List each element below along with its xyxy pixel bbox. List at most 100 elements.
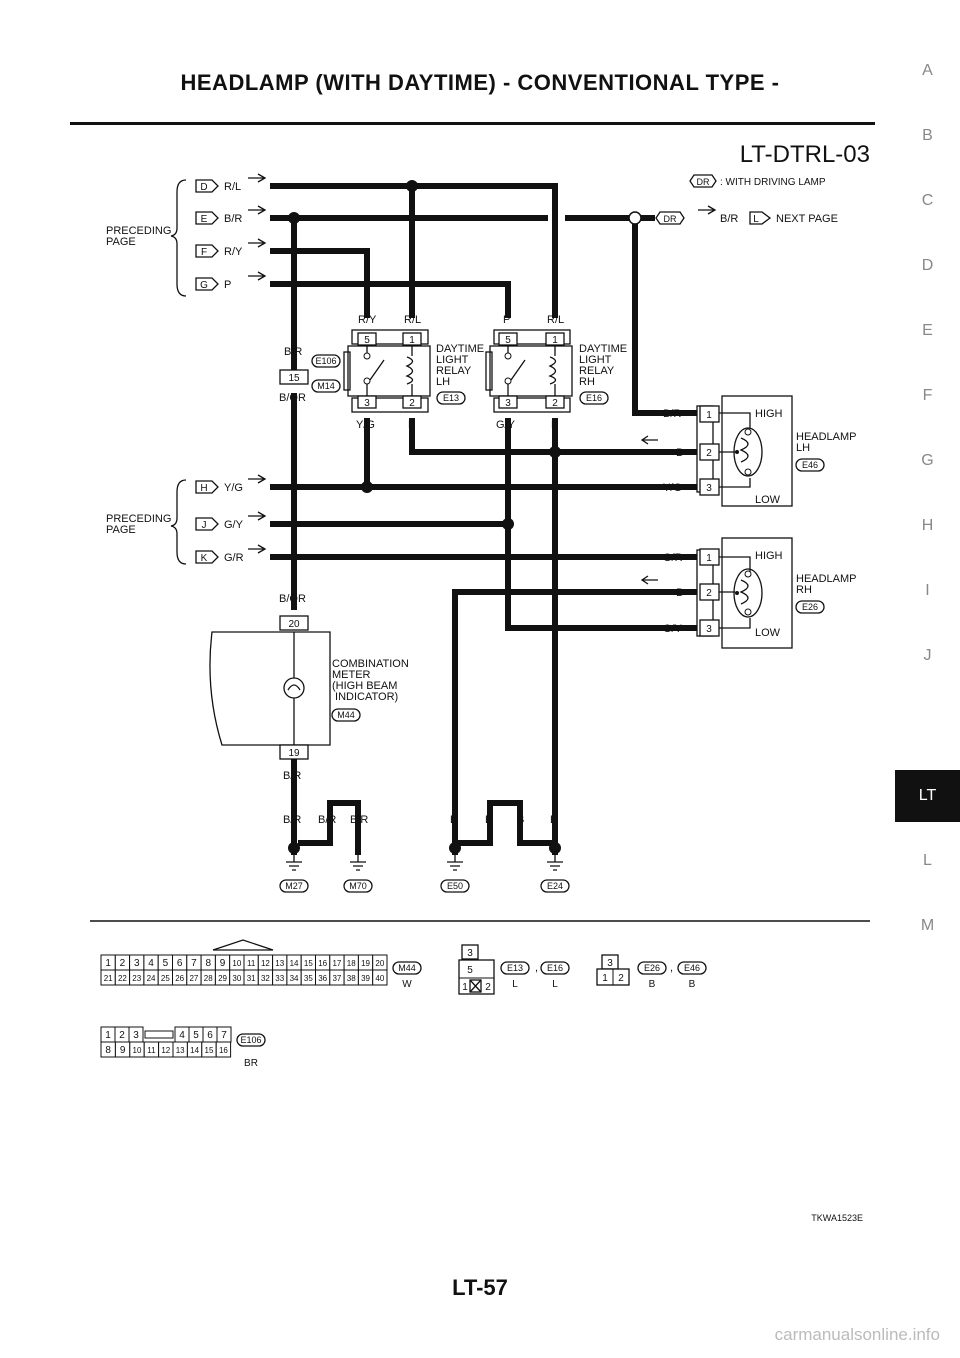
junctions [288,180,642,854]
ground-m27: M27 [279,855,309,893]
next-page-connector[interactable]: DR B/R L NEXT PAGE [655,205,838,225]
connector-d[interactable]: D R/L [195,179,241,193]
svg-text:G/Y: G/Y [663,623,683,635]
connector-k[interactable]: K G/R [195,550,244,564]
svg-text:M44: M44 [337,710,355,720]
connector-j[interactable]: J G/Y [195,517,244,531]
pin-cell: 15 [304,959,313,968]
side-index-a[interactable]: A [922,62,933,79]
side-index-g[interactable]: G [921,452,934,469]
pin-cell: 10 [133,1046,142,1055]
svg-text:15: 15 [288,373,300,384]
pin-cell: 31 [247,974,256,983]
svg-text:Y/G: Y/G [356,419,375,431]
svg-text:R/L: R/L [547,314,564,326]
pin-cell: 14 [190,1046,199,1055]
side-index-h[interactable]: H [921,517,934,534]
side-index-e[interactable]: E [922,322,933,339]
connector-e[interactable]: E B/R [195,211,242,225]
wires [270,183,697,855]
svg-text:3: 3 [706,624,712,635]
svg-text:J: J [202,520,207,531]
pin-cell: 5 [193,1030,199,1041]
svg-text:B/R: B/R [224,213,242,225]
pin-cell: 4 [179,1030,185,1041]
svg-text:E106: E106 [315,356,336,366]
page-title: HEADLAMP (WITH DAYTIME) - CONVENTIONAL T… [180,70,780,95]
svg-text:B/R: B/R [318,814,336,826]
side-index-m[interactable]: M [920,917,935,934]
pin-cell: 19 [361,959,370,968]
svg-text:G/R: G/R [663,552,683,564]
pin-cell: 11 [147,1046,156,1055]
svg-text:: WITH DRIVING LAMP: : WITH DRIVING LAMP [720,177,826,188]
svg-text:5: 5 [505,335,511,346]
pin-cell: 28 [204,974,213,983]
pin-cell: 6 [177,958,183,969]
wire-b-relay-lh [409,418,697,455]
svg-text:D: D [200,182,207,193]
side-index-lt[interactable]: LT [895,770,960,822]
pin-cell: 36 [318,974,327,983]
pin-cell: 7 [221,1030,227,1041]
svg-text:2: 2 [706,588,712,599]
svg-text:Y/G: Y/G [224,482,243,494]
pin-cell: 40 [375,974,384,983]
connector-g[interactable]: G P [195,277,231,291]
side-index-j[interactable]: J [923,647,932,664]
svg-text:1: 1 [409,335,415,346]
pin-cell: 34 [290,974,299,983]
wire-b-r-m70 [298,800,361,855]
pin-cell: 26 [175,974,184,983]
svg-text:E26: E26 [644,963,660,973]
ground-e24: E24 [540,855,570,893]
watermark: carmanualsonline.info [774,1325,940,1344]
flow-arrows-mid [248,474,267,554]
side-index-c[interactable]: C [921,192,934,209]
svg-text:2: 2 [485,982,491,993]
connector-h[interactable]: H Y/G [195,480,243,494]
svg-text:2: 2 [618,973,624,984]
pin-cell: 39 [361,974,370,983]
title-rule [70,122,875,125]
svg-text:3: 3 [505,398,511,409]
side-index-b[interactable]: B [922,127,933,144]
svg-text:3: 3 [607,958,613,969]
joint-connector: B/R 15 B/OR E106 M14 [279,346,341,404]
pin-cell: 3 [134,958,140,969]
side-index-i[interactable]: I [925,582,930,599]
connector-f[interactable]: F R/Y [195,244,243,258]
svg-text:B: B [689,979,696,990]
svg-text:HIGH: HIGH [755,550,783,562]
pin-cell: 7 [191,958,197,969]
pin-cell: 30 [232,974,241,983]
wire-b-r-headlamp-lh [632,218,697,416]
svg-text:DR: DR [697,177,710,187]
svg-text:H: H [200,483,207,494]
svg-text:2: 2 [409,398,415,409]
svg-text:B: B [408,419,415,431]
pin-cell: 9 [220,958,226,969]
svg-text:,: , [670,962,673,974]
diagram-code: LT-DTRL-03 [740,141,870,168]
svg-text:L: L [552,979,558,990]
svg-text:E46: E46 [684,963,700,973]
pin-cell: 1 [105,958,111,969]
svg-text:R/Y: R/Y [358,314,377,326]
svg-text:E50: E50 [447,881,463,891]
svg-text:LOW: LOW [755,494,781,506]
svg-text:B: B [551,419,558,431]
svg-text:2: 2 [552,398,558,409]
side-index-l[interactable]: L [923,852,932,869]
side-index-d[interactable]: D [921,257,934,274]
side-index-f[interactable]: F [922,387,933,404]
svg-text:R/Y: R/Y [224,246,243,258]
